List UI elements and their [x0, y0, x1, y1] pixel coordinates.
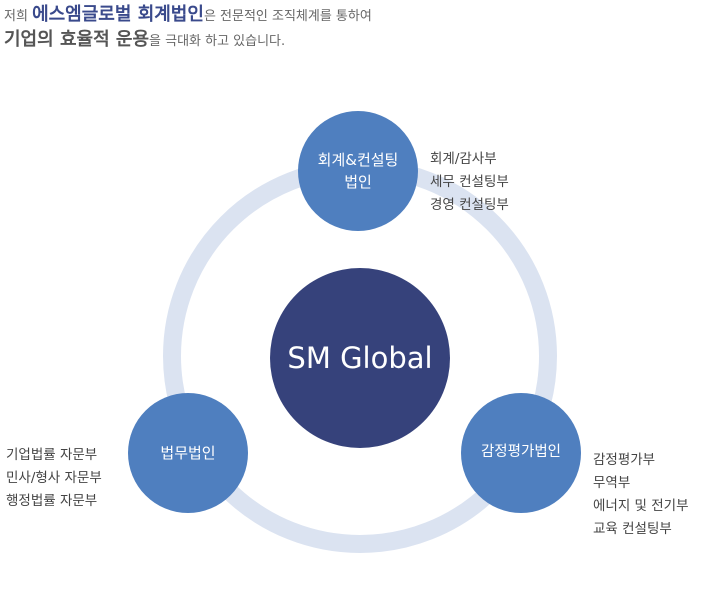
- department-item: 경영 컨설팅부: [430, 197, 509, 213]
- department-item: 세무 컨설팅부: [430, 174, 509, 190]
- intro-line-1: 저희 에스엠글로벌 회계법인은 전문적인 조직체계를 통하여: [4, 6, 372, 24]
- department-item: 기업법률 자문부: [6, 447, 98, 463]
- intro-line1-suffix: 은 전문적인 조직체계를 통하여: [203, 9, 372, 24]
- node-appraisal: 감정평가법인: [461, 393, 581, 513]
- center-circle: SM Global: [270, 268, 450, 448]
- node-right-label: 감정평가법인: [480, 444, 562, 461]
- department-list-appraisal: 감정평가부 무역부 에너지 및 전기부 교육 컨설팅부: [593, 449, 689, 541]
- center-label: SM Global: [287, 341, 433, 375]
- department-item: 행정법률 자문부: [6, 493, 98, 509]
- node-accounting-consulting: 회계&컨설팅 법인: [298, 111, 418, 231]
- node-law-firm: 법무법인: [128, 393, 248, 513]
- node-left-label: 법무법인: [160, 443, 216, 462]
- intro-line2-highlight: 기업의 효율적 운용: [4, 29, 150, 50]
- department-item: 에너지 및 전기부: [593, 498, 689, 514]
- intro-line1-prefix: 저희: [4, 9, 33, 24]
- department-item: 민사/형사 자문부: [6, 470, 102, 486]
- department-item: 회계/감사부: [430, 151, 497, 167]
- intro-line2-suffix: 을 극대화 하고 있습니다.: [149, 34, 286, 49]
- department-item: 감정평가부: [593, 452, 656, 468]
- department-list-law: 기업법률 자문부 민사/형사 자문부 행정법률 자문부: [6, 444, 102, 513]
- node-top-label-line2: 법인: [344, 173, 372, 191]
- company-name: 에스엠글로벌 회계법인: [32, 4, 204, 25]
- node-top-label-line1: 회계&컨설팅: [317, 150, 399, 169]
- department-list-accounting: 회계/감사부 세무 컨설팅부 경영 컨설팅부: [430, 148, 509, 217]
- department-item: 무역부: [593, 475, 631, 491]
- intro-line-2: 기업의 효율적 운용을 극대화 하고 있습니다.: [4, 31, 285, 49]
- department-item: 교육 컨설팅부: [593, 521, 672, 537]
